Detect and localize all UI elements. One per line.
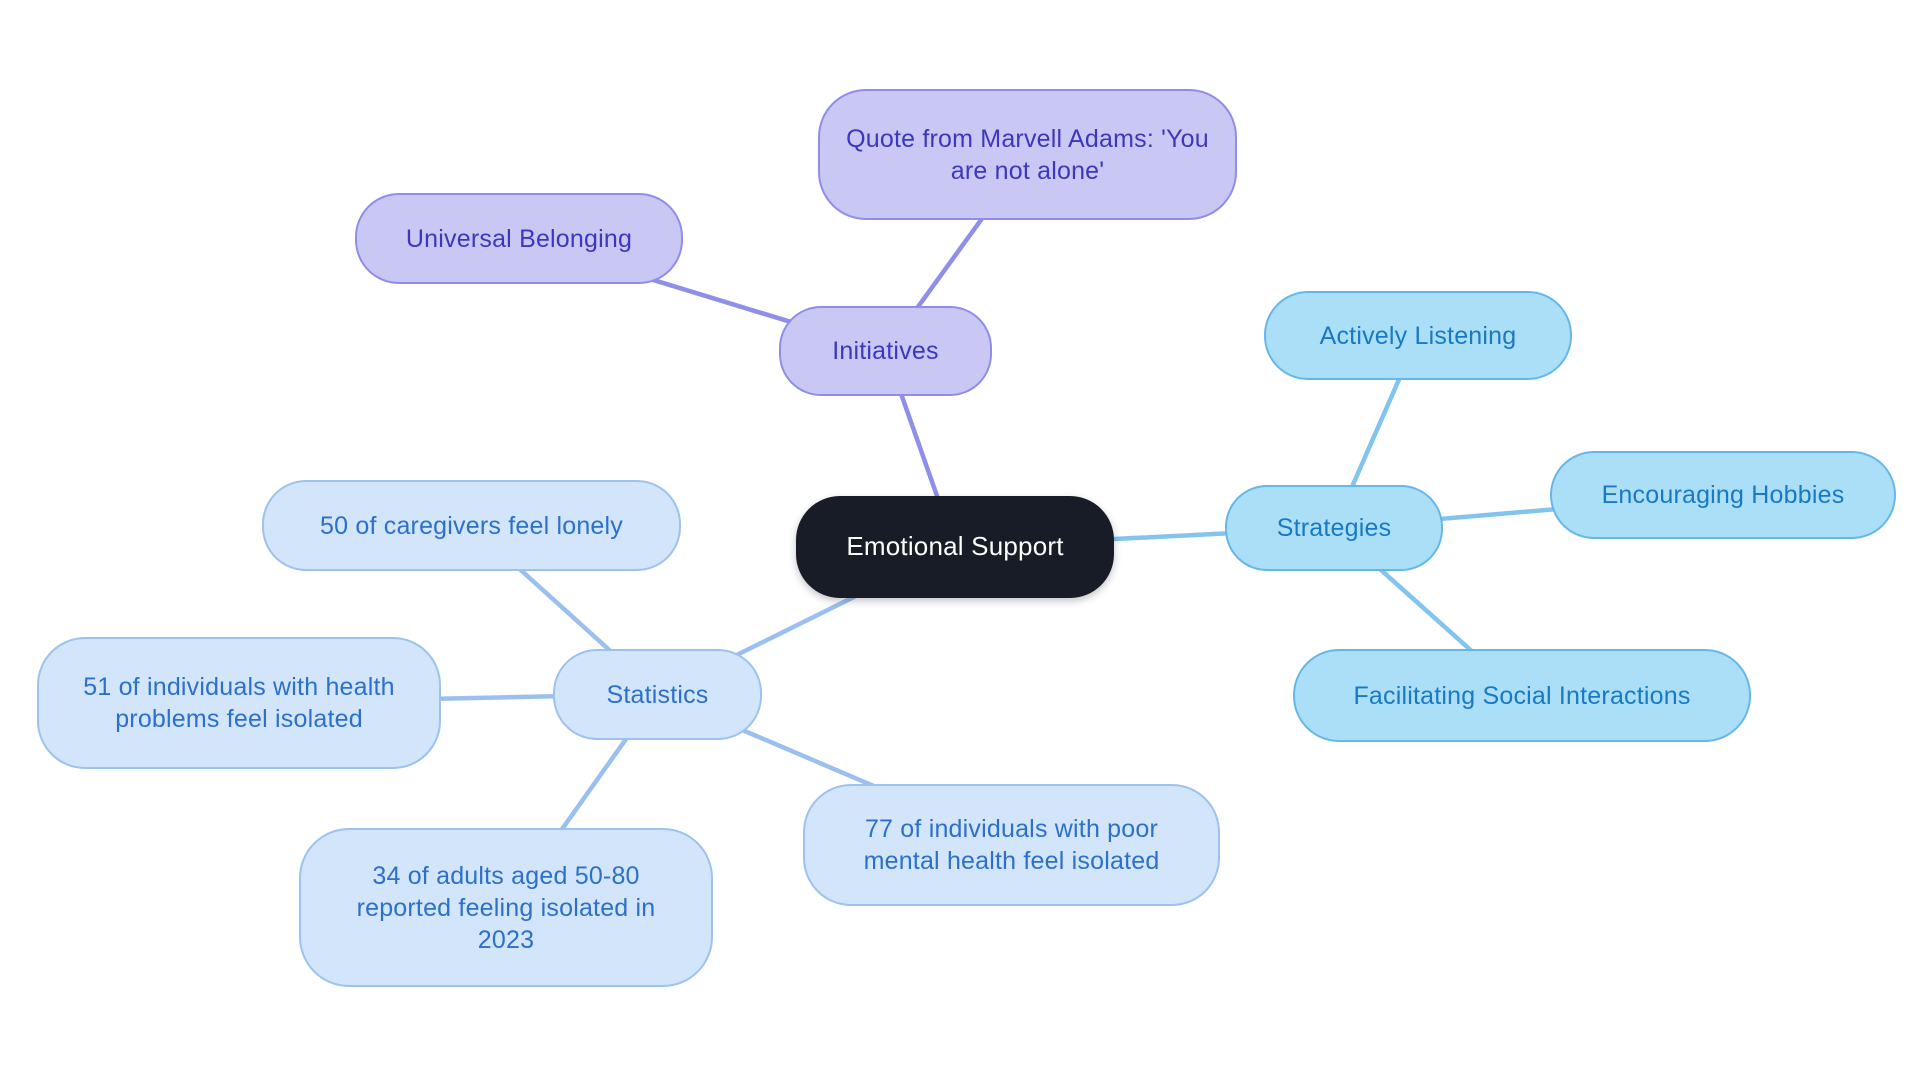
node-label: Initiatives [832,337,939,365]
node-stat-adults-50-80-isolated[interactable]: 34 of adults aged 50-80 reported feeling… [299,828,713,987]
node-strategies[interactable]: Strategies [1225,485,1443,571]
node-stat-poor-mental-health-isolated[interactable]: 77 of individuals with poor mental healt… [803,784,1220,906]
node-label: Facilitating Social Interactions [1353,681,1691,710]
node-label: 34 of adults aged 50-80 reported feeling… [356,861,656,954]
node-encouraging-hobbies[interactable]: Encouraging Hobbies [1550,451,1896,539]
node-label: Quote from Marvell Adams: 'You are not a… [846,124,1209,185]
node-universal-belonging[interactable]: Universal Belonging [355,193,683,284]
node-emotional-support[interactable]: Emotional Support [796,496,1114,598]
node-facilitating-social-interactions[interactable]: Facilitating Social Interactions [1293,649,1751,742]
node-label: 50 of caregivers feel lonely [320,511,623,540]
node-label: Statistics [606,680,709,709]
node-label: Universal Belonging [405,224,633,253]
node-actively-listening[interactable]: Actively Listening [1264,291,1572,380]
node-stat-health-problems-isolated[interactable]: 51 of individuals with health problems f… [37,637,441,769]
node-label: Encouraging Hobbies [1601,481,1845,509]
node-initiatives[interactable]: Initiatives [779,306,992,396]
node-label: Strategies [1276,514,1392,542]
node-label: Actively Listening [1319,321,1517,350]
node-stat-caregivers-lonely[interactable]: 50 of caregivers feel lonely [262,480,681,571]
node-label: Emotional Support [846,531,1064,562]
node-label: 51 of individuals with health problems f… [83,673,395,733]
node-label: 77 of individuals with poor mental healt… [863,815,1160,875]
node-statistics[interactable]: Statistics [553,649,762,740]
node-quote-marvell-adams[interactable]: Quote from Marvell Adams: 'You are not a… [818,89,1237,220]
